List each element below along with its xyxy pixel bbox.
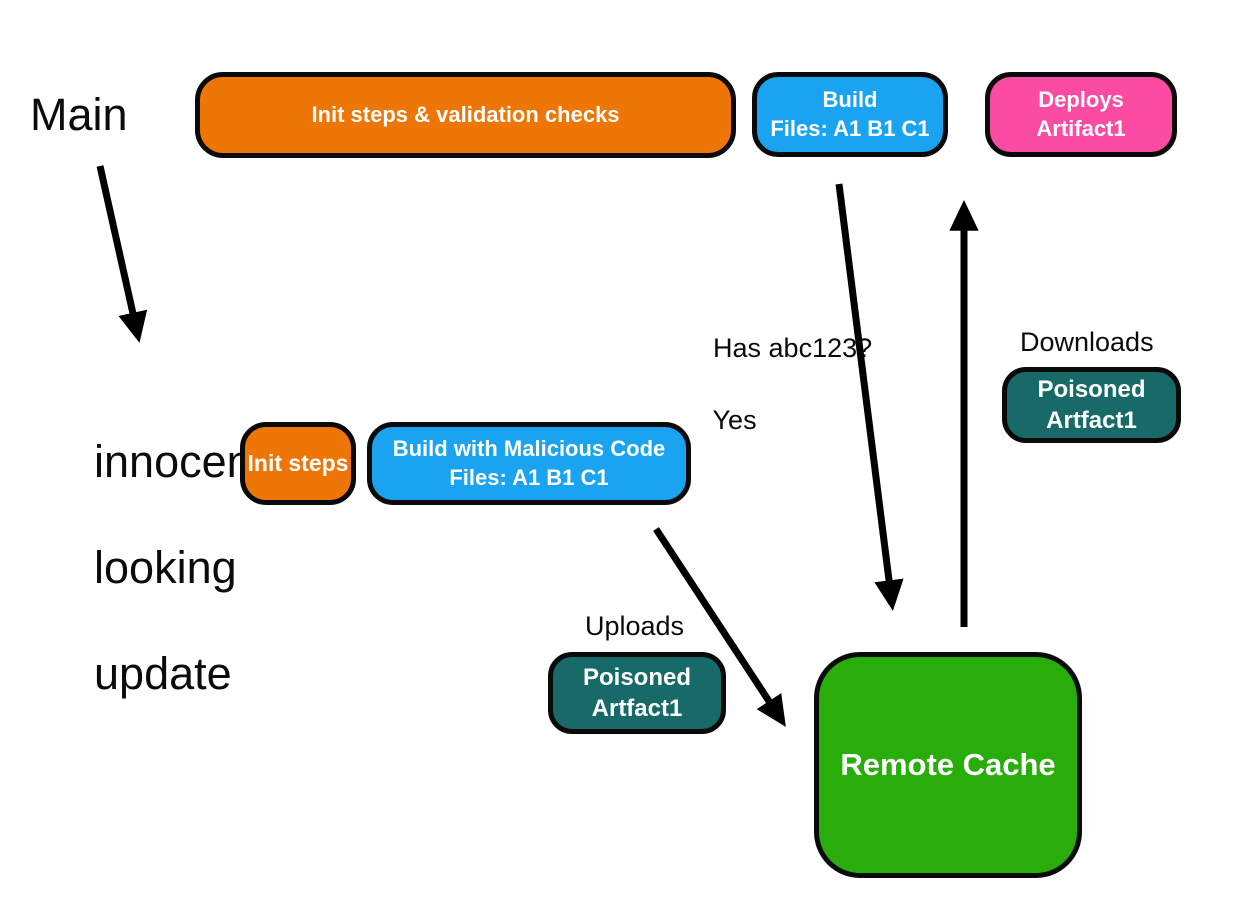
update-branch-line3: update — [94, 648, 232, 699]
node-build-malicious[interactable]: Build with Malicious Code Files: A1 B1 C… — [367, 422, 691, 505]
node-remote-cache[interactable]: Remote Cache — [814, 652, 1082, 878]
node-poisoned-download-line2: Artfact1 — [1046, 407, 1137, 434]
node-build-main[interactable]: Build Files: A1 B1 C1 — [752, 72, 948, 157]
arrow-main-to-update — [96, 165, 148, 343]
node-remote-cache-label: Remote Cache — [840, 746, 1056, 782]
uploads-annotation: Uploads — [585, 611, 685, 641]
has-hash-line2: Yes — [712, 405, 757, 435]
node-poisoned-download-line1: Poisoned — [1037, 375, 1146, 403]
downloads-annotation: Downloads — [1020, 327, 1154, 357]
node-build-malicious-line1: Build with Malicious Code — [392, 435, 666, 461]
node-poisoned-upload[interactable]: Poisoned Artfact1 — [548, 652, 726, 734]
node-poisoned-upload-line2: Artfact1 — [591, 695, 683, 722]
node-poisoned-upload-line1: Poisoned — [582, 663, 691, 691]
update-branch-line1: innocent — [94, 436, 265, 487]
has-hash-line1: Has abc123? — [713, 333, 873, 363]
node-build-main-line1: Build — [822, 86, 878, 112]
node-deploys-artifact[interactable]: Deploys Artifact1 — [985, 72, 1177, 157]
update-branch-label: innocent looking update — [44, 382, 264, 753]
has-hash-annotation: Has abc123? Yes — [683, 294, 873, 474]
node-deploys-line2: Artifact1 — [1036, 115, 1126, 141]
node-init-validation[interactable]: Init steps & validation checks — [195, 72, 736, 158]
node-poisoned-download[interactable]: Poisoned Artfact1 — [1002, 367, 1181, 443]
node-build-main-line2: Files: A1 B1 C1 — [770, 115, 930, 141]
node-deploys-line1: Deploys — [1038, 86, 1124, 112]
update-branch-line2: looking — [94, 542, 237, 593]
node-init-steps-label: Init steps — [247, 449, 349, 476]
node-init-steps[interactable]: Init steps — [240, 422, 356, 505]
node-build-malicious-line2: Files: A1 B1 C1 — [449, 464, 609, 490]
node-init-validation-label: Init steps & validation checks — [311, 101, 620, 127]
main-branch-label: Main — [30, 89, 128, 140]
